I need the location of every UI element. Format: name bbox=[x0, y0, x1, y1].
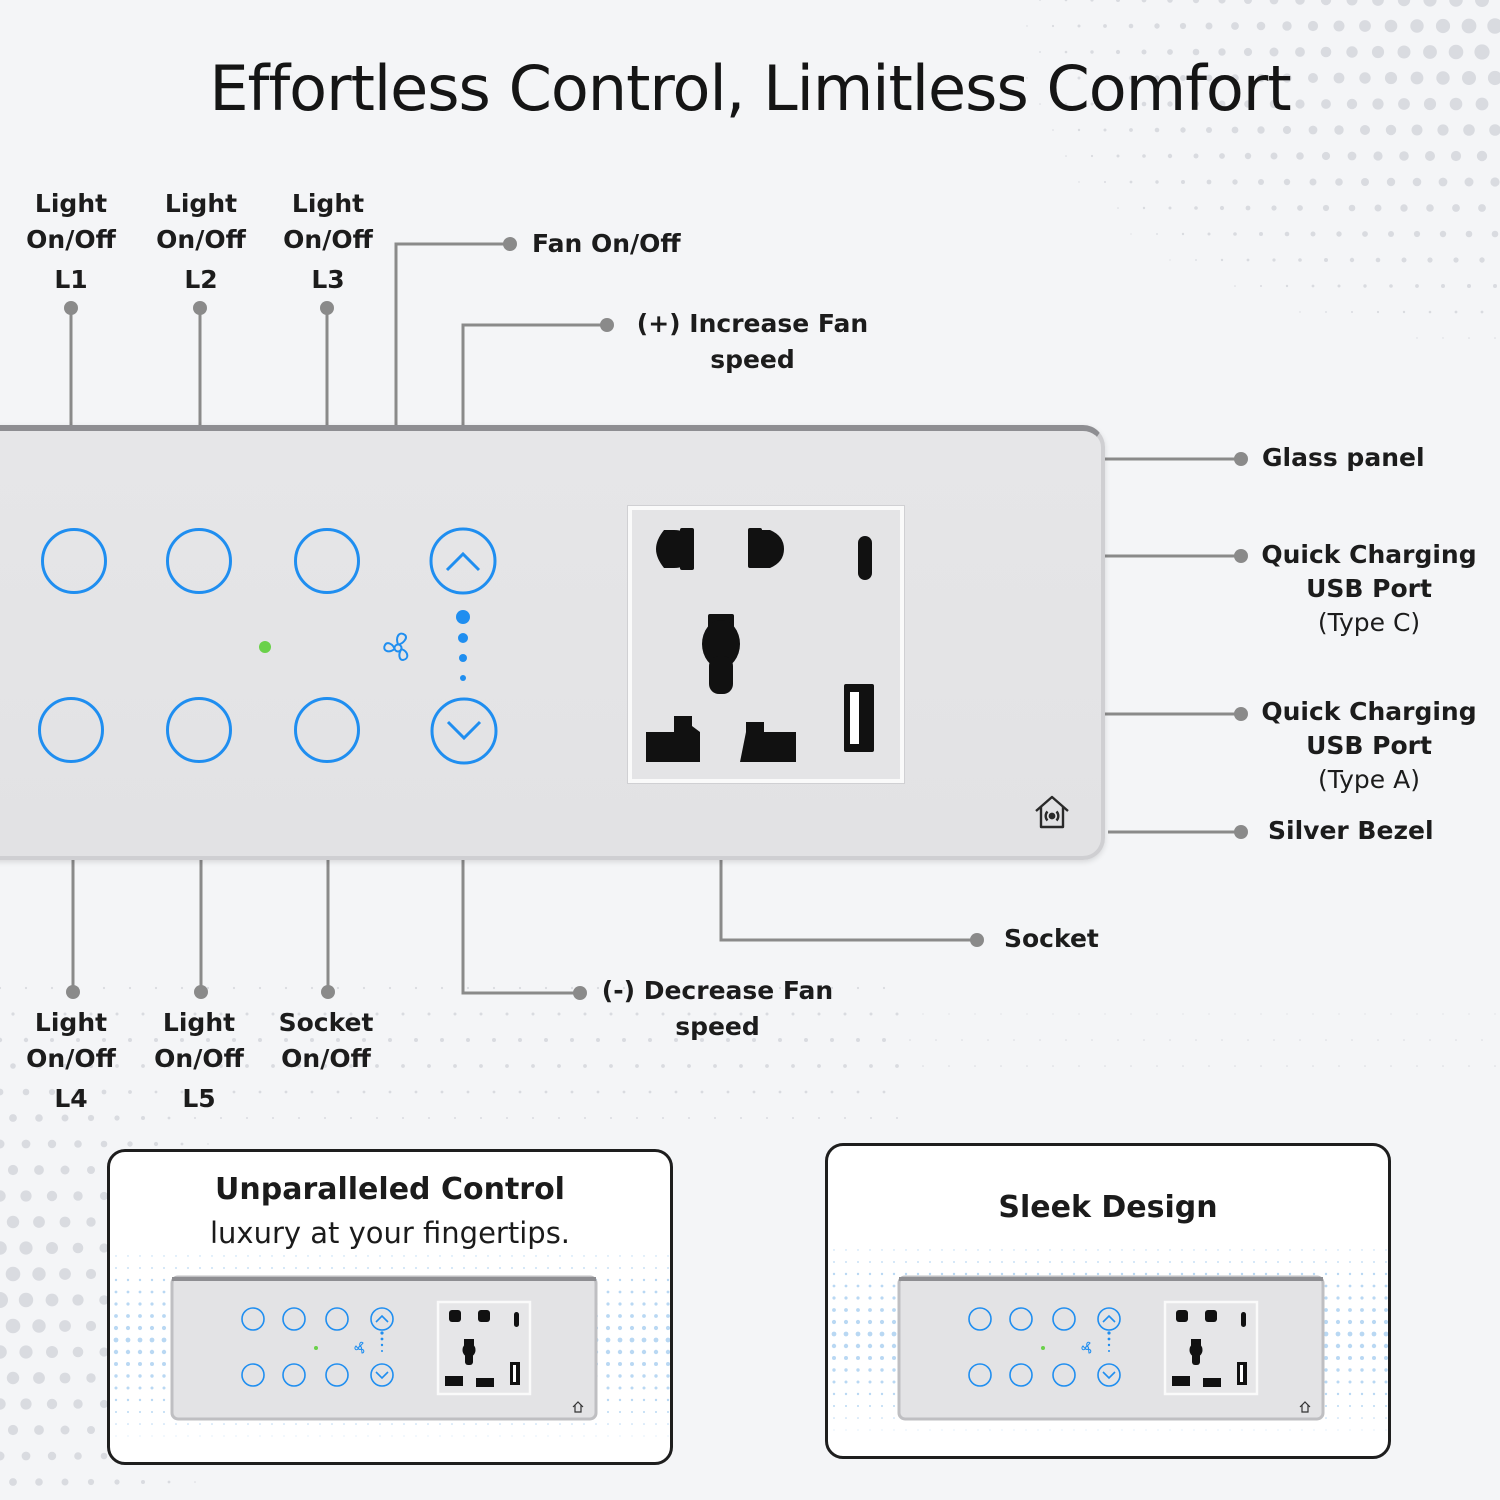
page-title: Effortless Control, Limitless Comfort bbox=[209, 52, 1291, 125]
fan-speed-indicator bbox=[456, 610, 470, 681]
card-subtitle: luxury at your fingertips. bbox=[209, 1216, 571, 1250]
touch-button-l1[interactable] bbox=[41, 528, 107, 594]
smart-home-icon bbox=[1035, 795, 1069, 829]
touch-button-l5[interactable] bbox=[166, 697, 232, 763]
fan-speed-down-button[interactable] bbox=[429, 696, 499, 766]
glass-panel bbox=[0, 425, 1105, 860]
chevron-down-icon bbox=[446, 720, 482, 741]
switch-panel-thumbnail bbox=[170, 1275, 598, 1421]
fan-icon[interactable] bbox=[378, 628, 418, 668]
fan-speed-up-button[interactable] bbox=[428, 526, 498, 596]
socket-outlet-holes bbox=[646, 528, 874, 762]
touch-button-l2[interactable] bbox=[166, 528, 232, 594]
feature-card-control: Unparalleled Control luxury at your fing… bbox=[107, 1149, 673, 1465]
touch-button-socket[interactable] bbox=[294, 697, 360, 763]
indicator-led bbox=[259, 641, 271, 653]
card-title: Sleek Design bbox=[998, 1190, 1218, 1225]
feature-card-design: Sleek Design bbox=[825, 1143, 1391, 1459]
touch-button-l4[interactable] bbox=[38, 697, 104, 763]
label-silver-bezel: Silver Bezel bbox=[1268, 816, 1434, 845]
chevron-up-icon bbox=[445, 551, 481, 572]
card-title: Unparalleled Control bbox=[215, 1172, 565, 1207]
label-glass-panel: Glass panel bbox=[1262, 443, 1425, 472]
label-socket: Socket bbox=[1004, 924, 1099, 953]
touch-button-l3[interactable] bbox=[294, 528, 360, 594]
switch-panel-thumbnail bbox=[897, 1275, 1325, 1421]
label-fan-onoff: Fan On/Off bbox=[532, 229, 681, 258]
